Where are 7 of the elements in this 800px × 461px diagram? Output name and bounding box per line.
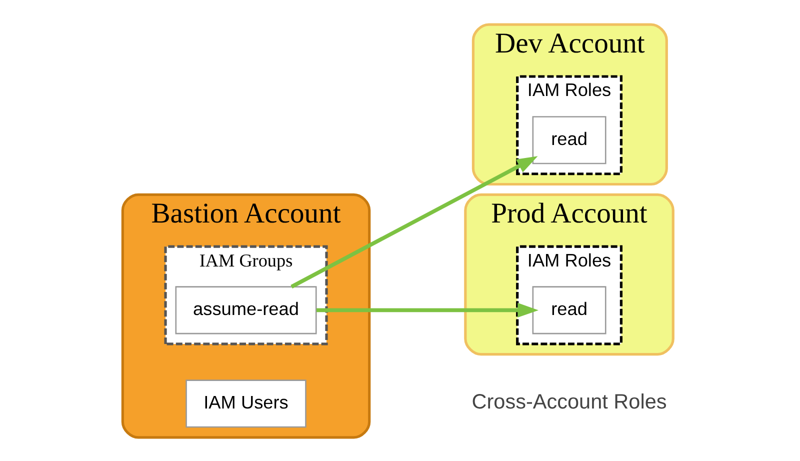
node-box: read: [532, 116, 606, 164]
arrow: [316, 302, 538, 317]
node-box: read: [532, 286, 606, 334]
node-box: IAM Users: [185, 379, 306, 428]
arrow: [290, 156, 538, 288]
node-box: assume-read: [174, 286, 316, 334]
label: Cross-Account Roles: [471, 390, 666, 414]
